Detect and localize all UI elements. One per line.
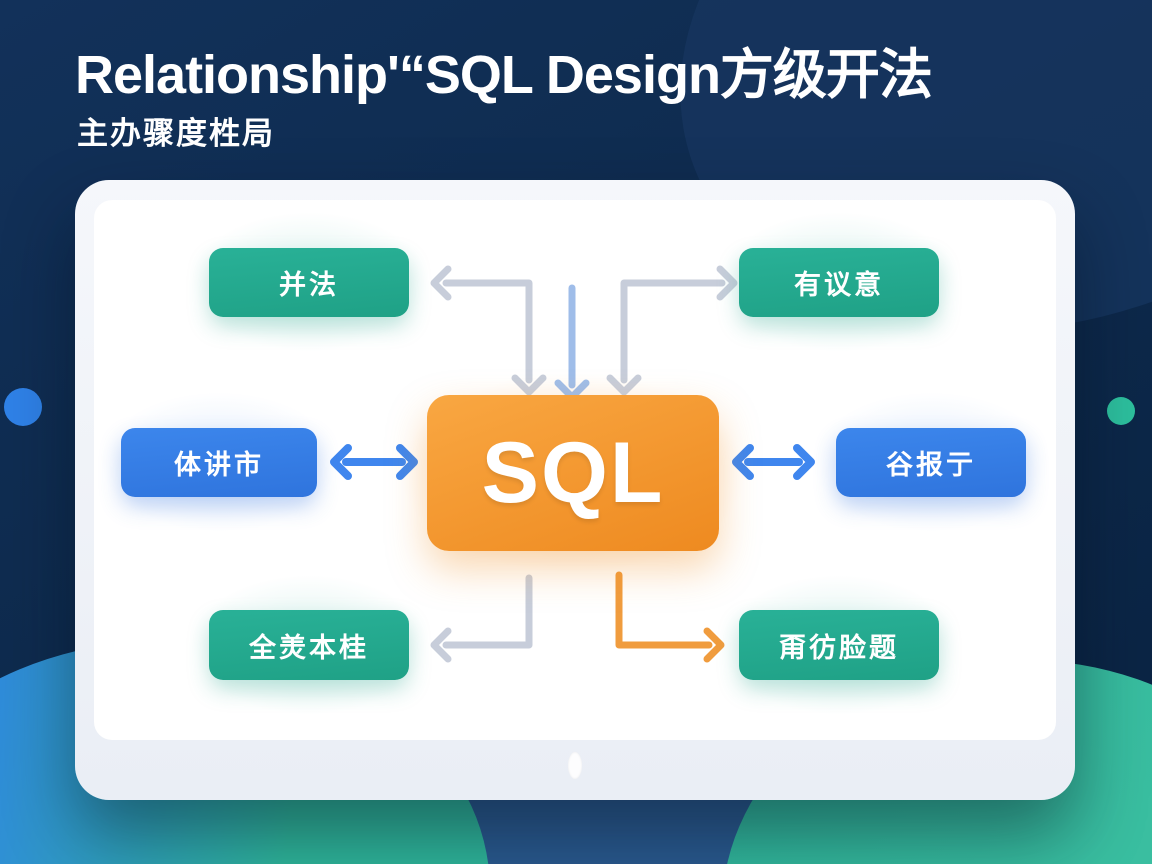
node-label: 体讲市 bbox=[174, 450, 264, 480]
node-top-right: 有议意 bbox=[739, 248, 939, 317]
node-mid-left: 体讲市 bbox=[121, 428, 317, 497]
node-label: 谷报亍 bbox=[886, 450, 976, 480]
sql-label: SQL bbox=[481, 424, 665, 521]
node-label: 并法 bbox=[279, 270, 339, 300]
decorative-dot-teal bbox=[1107, 397, 1135, 425]
arrow-bottom-left-elbow bbox=[430, 574, 533, 663]
arrow-top-left-elbow bbox=[430, 265, 547, 396]
tablet-frame: 并法 有议意 体讲市 谷报亍 全羙本桂 甭彷脸题 SQL bbox=[75, 180, 1075, 800]
arrow-mid-left-bidirectional bbox=[330, 444, 418, 480]
node-bottom-right: 甭彷脸题 bbox=[739, 610, 939, 680]
node-label: 全羙本桂 bbox=[249, 632, 369, 663]
node-center-sql: SQL bbox=[427, 395, 719, 551]
arrow-bottom-right-elbow bbox=[615, 571, 725, 663]
decorative-dot-blue bbox=[4, 388, 42, 426]
node-label: 有议意 bbox=[794, 270, 884, 300]
tablet-home-button bbox=[568, 752, 582, 779]
page-subtitle: 主办骤度栍局 bbox=[77, 116, 275, 151]
arrow-mid-right-bidirectional bbox=[732, 444, 815, 480]
diagram-canvas: 并法 有议意 体讲市 谷报亍 全羙本桂 甭彷脸题 SQL bbox=[94, 200, 1056, 740]
node-top-left: 并法 bbox=[209, 248, 409, 317]
page-title: Relationship'“SQL Design方级开法 bbox=[75, 45, 933, 105]
arrow-top-center-down bbox=[554, 284, 590, 401]
node-mid-right: 谷报亍 bbox=[836, 428, 1026, 497]
node-label: 甭彷脸题 bbox=[779, 632, 899, 663]
arrow-top-right-elbow bbox=[606, 265, 738, 396]
node-bottom-left: 全羙本桂 bbox=[209, 610, 409, 680]
